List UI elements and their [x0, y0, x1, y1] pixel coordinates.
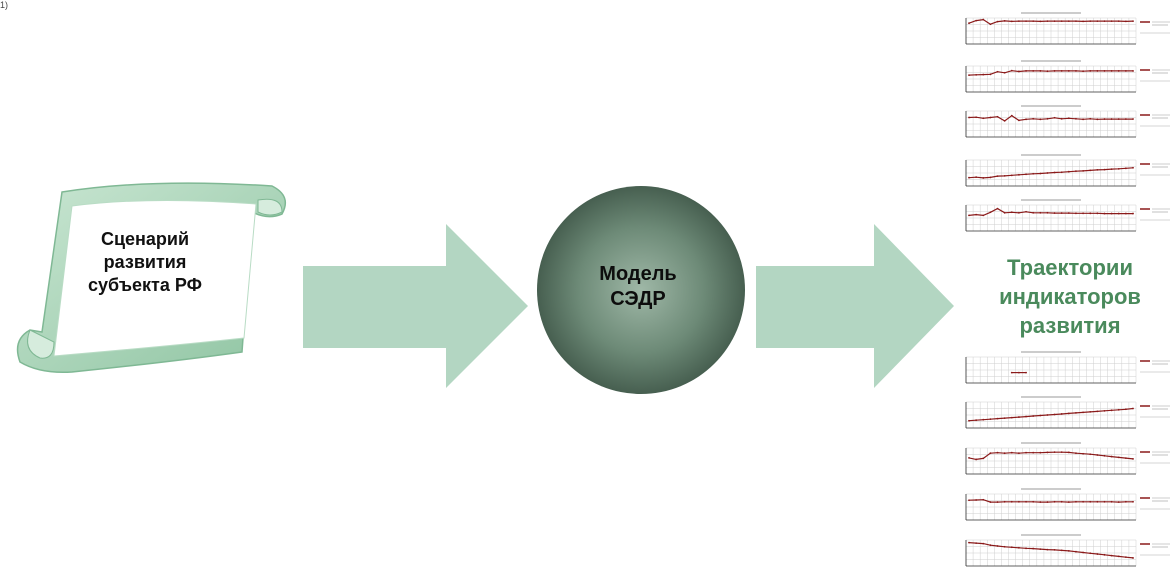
result-line: развития — [1019, 313, 1121, 338]
chart-series-line — [968, 207, 1133, 217]
model-line: СЭДР — [610, 288, 666, 310]
line-chart-icon — [965, 534, 1170, 567]
line-chart-icon — [965, 488, 1170, 521]
corner-mark: 1) — [0, 0, 9, 10]
result-line: Траектории — [1007, 255, 1133, 280]
line-chart-icon — [965, 396, 1170, 429]
scenario-line: Сценарий — [100, 229, 190, 249]
line-chart-icon — [965, 12, 1170, 45]
line-chart-icon — [965, 105, 1170, 138]
chart-stack — [965, 12, 1170, 567]
line-chart-icon — [965, 199, 1170, 232]
scroll-icon — [16, 182, 287, 374]
line-chart-icon — [965, 60, 1170, 93]
scenario-line: развития — [103, 252, 187, 272]
chart-series-line — [968, 499, 1133, 503]
line-chart-icon — [965, 351, 1170, 384]
chart-series-line — [968, 18, 1134, 25]
chart-series-line — [968, 114, 1133, 122]
sphere-icon — [537, 186, 745, 394]
result-line: индикаторов — [999, 284, 1141, 309]
chart-series-line — [968, 542, 1134, 559]
chart-series-line — [968, 407, 1134, 422]
scenario-line: субъекта РФ — [87, 275, 202, 295]
chart-series-line — [968, 70, 1133, 76]
scenario-label: Сценарий развития субъекта РФ — [40, 228, 250, 297]
chart-series-line — [968, 451, 1134, 461]
result-label: Траектории индикаторов развития — [975, 253, 1165, 340]
arrow-right-icon — [303, 224, 528, 388]
model-line: Модель — [599, 263, 677, 285]
line-chart-icon — [965, 442, 1170, 475]
line-chart-icon — [965, 154, 1170, 187]
arrow-right-icon — [756, 224, 954, 388]
model-label: Модель СЭДР — [548, 262, 728, 312]
chart-series-line — [968, 167, 1134, 179]
